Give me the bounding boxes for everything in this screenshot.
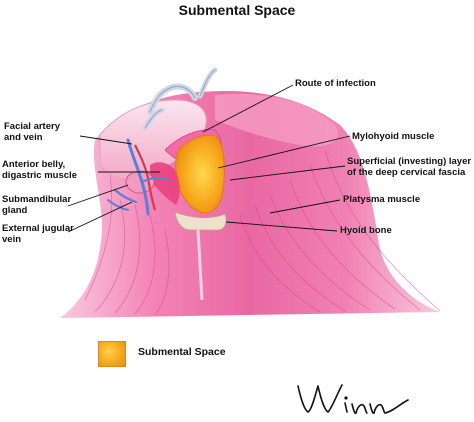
facial-artery bbox=[134, 144, 157, 211]
label-line: Facial artery bbox=[4, 121, 60, 132]
label-line: External jugular bbox=[2, 223, 74, 234]
leader-submandibular bbox=[67, 184, 129, 207]
label-line: gland bbox=[2, 205, 28, 216]
leader-external-jugular bbox=[67, 201, 133, 233]
hyoid-bone-shape bbox=[174, 211, 227, 231]
label-line: of the deep cervical fascia bbox=[347, 167, 466, 178]
label-line: Submandibular bbox=[2, 194, 72, 205]
upper-vessels bbox=[142, 67, 218, 131]
leader-superficial-layer bbox=[229, 165, 346, 181]
diagram-title: Submental Space bbox=[178, 2, 296, 18]
upper-neck-shading bbox=[215, 93, 339, 147]
label-line: and vein bbox=[4, 132, 43, 143]
leader-route-of-infection bbox=[202, 84, 294, 133]
label-line: digastric muscle bbox=[2, 170, 77, 181]
legend-swatch bbox=[98, 341, 126, 367]
label-external-jugular: External jugular vein bbox=[2, 223, 74, 245]
label-route-of-infection: Route of infection bbox=[295, 78, 376, 89]
leader-hyoid bbox=[225, 221, 338, 232]
midline-raphe bbox=[196, 229, 204, 301]
label-line: vein bbox=[2, 234, 22, 245]
label-line: Anterior belly, bbox=[2, 159, 66, 170]
label-anterior-belly: Anterior belly, digastric muscle bbox=[2, 159, 77, 181]
label-mylohyoid-muscle: Mylohyoid muscle bbox=[352, 131, 435, 142]
leader-mylohyoid bbox=[217, 135, 351, 169]
label-submandibular-gland: Submandibular gland bbox=[2, 194, 71, 216]
label-line: Superficial (investing) layer bbox=[347, 156, 472, 167]
signature bbox=[297, 384, 409, 415]
leader-platysma bbox=[269, 199, 341, 214]
label-platysma-muscle: Platysma muscle bbox=[343, 194, 421, 205]
leader-facial-artery bbox=[79, 135, 133, 145]
digastric-anterior-belly bbox=[150, 162, 180, 205]
label-facial-artery-vein: Facial artery and vein bbox=[4, 121, 60, 143]
leader-lines bbox=[67, 84, 351, 233]
label-hyoid-bone: Hyoid bone bbox=[340, 225, 392, 236]
label-superficial-layer: Superficial (investing) layer of the dee… bbox=[347, 156, 471, 178]
veins bbox=[107, 138, 169, 216]
muscle-striations bbox=[84, 149, 441, 316]
legend-label: Submental Space bbox=[138, 346, 226, 358]
